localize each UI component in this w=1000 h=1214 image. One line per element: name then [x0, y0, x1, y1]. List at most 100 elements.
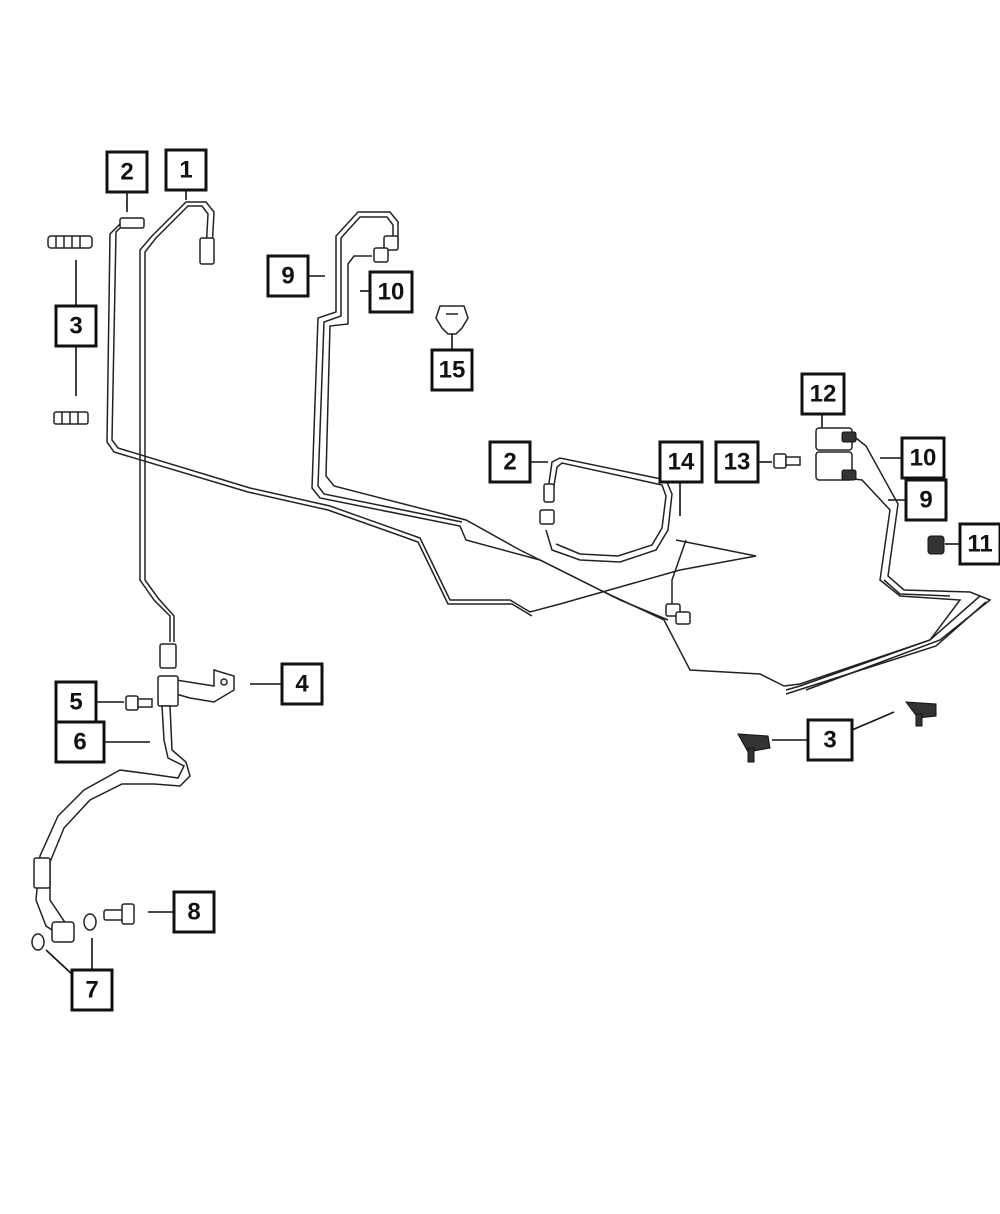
bolt-head: [773, 453, 787, 469]
washer: [31, 933, 45, 951]
callout-c11: 11: [958, 522, 1000, 566]
callout-box: [54, 304, 98, 348]
callout-box: [105, 150, 149, 194]
tube-fitting: [383, 235, 399, 251]
washers-part-7: [31, 913, 97, 951]
push-clip: [904, 701, 937, 719]
callout-c15: 15: [430, 348, 474, 392]
callout-box: [70, 968, 114, 1012]
bolt-shank: [785, 456, 801, 466]
callout-c3a: 3: [54, 304, 98, 348]
push-clip: [737, 733, 771, 753]
callout-box: [430, 348, 474, 392]
brake-tube-9-left: [311, 211, 981, 687]
bracket: [175, 668, 235, 703]
washer: [83, 913, 97, 931]
callout-c10b: 10: [900, 436, 946, 480]
clip-part-11: [927, 535, 945, 555]
push-clip-stem: [915, 713, 923, 727]
tube-fitting: [373, 247, 389, 263]
callout-number: 9: [281, 263, 294, 290]
callout-box: [488, 440, 532, 484]
brake-tube-9-right: [785, 477, 962, 691]
hose-fitting-top: [159, 643, 177, 669]
bracket-part-4: [175, 668, 235, 703]
bolt-head: [125, 695, 139, 711]
callout-number: 7: [85, 977, 98, 1004]
callout-number: 5: [69, 689, 82, 716]
callout-number: 10: [910, 445, 937, 472]
callout-box: [904, 478, 948, 522]
leader-7-left: [45, 949, 75, 977]
clip-single: [53, 411, 89, 425]
junction-fitting: [841, 469, 857, 481]
leader-3b-right: [851, 711, 895, 731]
callout-box: [806, 718, 854, 762]
callout-c10a: 10: [368, 270, 414, 314]
callout-c13: 13: [714, 440, 760, 484]
retainer: [435, 305, 469, 335]
brake-tube-10-right: [805, 437, 992, 691]
callout-c2a: 2: [105, 150, 149, 194]
callout-c2b: 2: [488, 440, 532, 484]
callout-box: [164, 148, 208, 192]
callout-number: 12: [810, 381, 837, 408]
bolt-shank: [103, 909, 125, 921]
brake-hose-part-6: [33, 643, 191, 943]
tube-fitting: [119, 217, 145, 229]
push-clips-part-3-right: [737, 701, 937, 763]
junction-block-part-12: [815, 427, 857, 481]
callout-c8: 8: [172, 890, 216, 934]
callout-number: 3: [69, 313, 82, 340]
callout-number: 2: [120, 159, 133, 186]
callout-number: 14: [668, 449, 695, 476]
hose-crimp: [157, 675, 179, 707]
brake-tube-1: [139, 201, 215, 642]
hose-banjo: [51, 921, 75, 943]
bolt-head: [121, 903, 135, 925]
callout-c5: 5: [54, 680, 98, 724]
callout-box: [658, 440, 704, 484]
callout-c4: 4: [280, 662, 324, 706]
callout-c6: 6: [54, 720, 106, 764]
callout-c1: 1: [164, 148, 208, 192]
callout-box: [266, 254, 310, 298]
brake-tube-1-b: [144, 205, 209, 642]
tube-fitting: [199, 237, 215, 265]
callout-number: 13: [724, 449, 751, 476]
bolt-part-13: [773, 453, 801, 469]
brake-tube-14: [545, 457, 673, 563]
callout-c3b: 3: [806, 718, 854, 762]
callout-box: [800, 372, 846, 416]
clip: [927, 535, 945, 555]
clip-strip: [47, 235, 93, 249]
hose-ferrule: [33, 857, 51, 889]
brake-tube-14-b: [552, 462, 667, 557]
brake-tube-9-left-b: [317, 216, 463, 523]
tube-fitting: [543, 483, 555, 503]
callout-box: [54, 680, 98, 724]
bolt-shank: [137, 698, 153, 708]
callout-number: 10: [378, 279, 405, 306]
brake-tube-2-left: [111, 221, 757, 613]
callout-box: [280, 662, 324, 706]
callout-box: [958, 522, 1000, 566]
callout-box: [900, 436, 946, 480]
callout-box: [172, 890, 216, 934]
callout-c12: 12: [800, 372, 846, 416]
callout-number: 9: [919, 487, 932, 514]
callout-c9a: 9: [266, 254, 310, 298]
callout-number: 2: [503, 449, 516, 476]
tube-fitting: [539, 509, 555, 525]
callout-number: 4: [295, 671, 309, 698]
callout-box: [54, 720, 106, 764]
callout-number: 11: [967, 531, 992, 558]
callout-c9b: 9: [904, 478, 948, 522]
brake-tube-10-left: [325, 255, 669, 621]
leader-lines: [45, 190, 960, 977]
brake-tube-right-parallel: [785, 579, 987, 695]
retainer-part-15: [435, 305, 469, 335]
callout-number: 8: [187, 899, 200, 926]
callout-number: 1: [179, 157, 192, 184]
